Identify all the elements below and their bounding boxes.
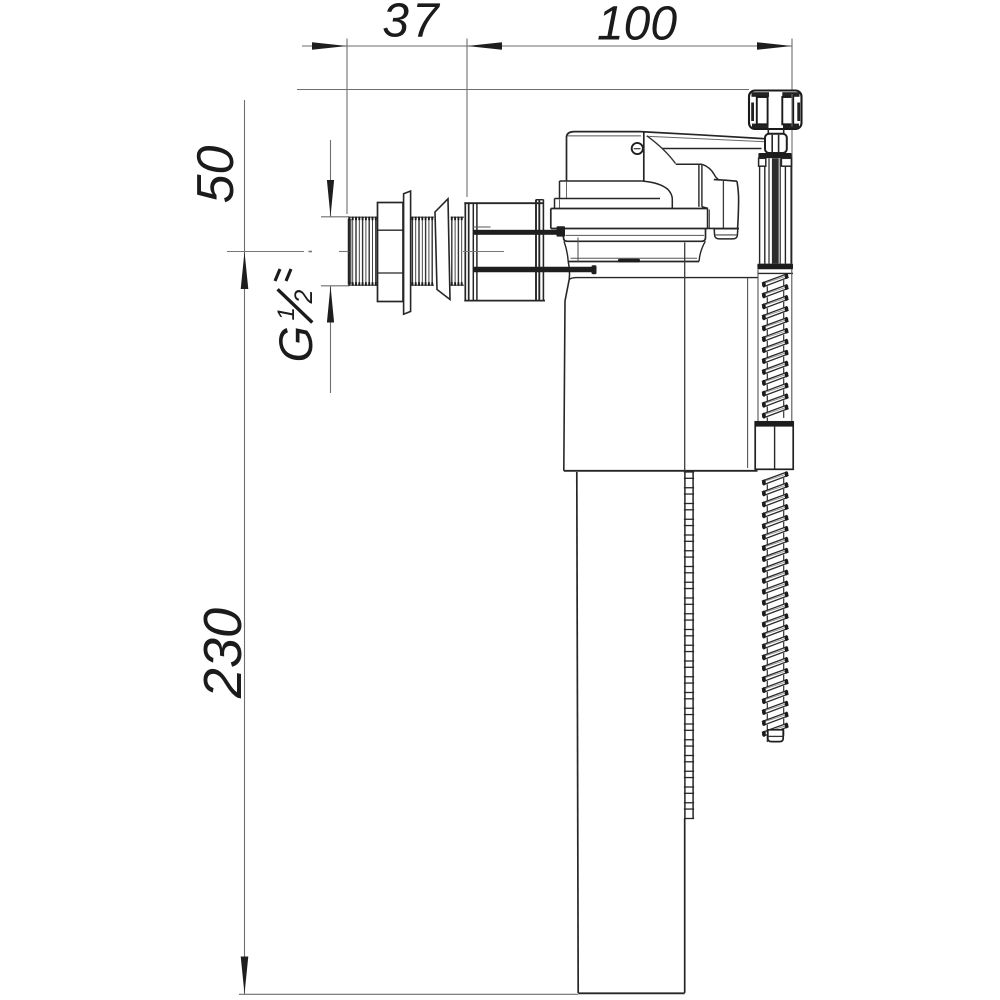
svg-text:100: 100 (597, 0, 677, 51)
svg-text:G: G (269, 326, 322, 363)
svg-text:37: 37 (382, 0, 441, 48)
svg-text:2: 2 (290, 290, 318, 305)
svg-text:230: 230 (193, 608, 253, 699)
svg-text:50: 50 (187, 146, 245, 204)
svg-text:1: 1 (273, 307, 300, 320)
